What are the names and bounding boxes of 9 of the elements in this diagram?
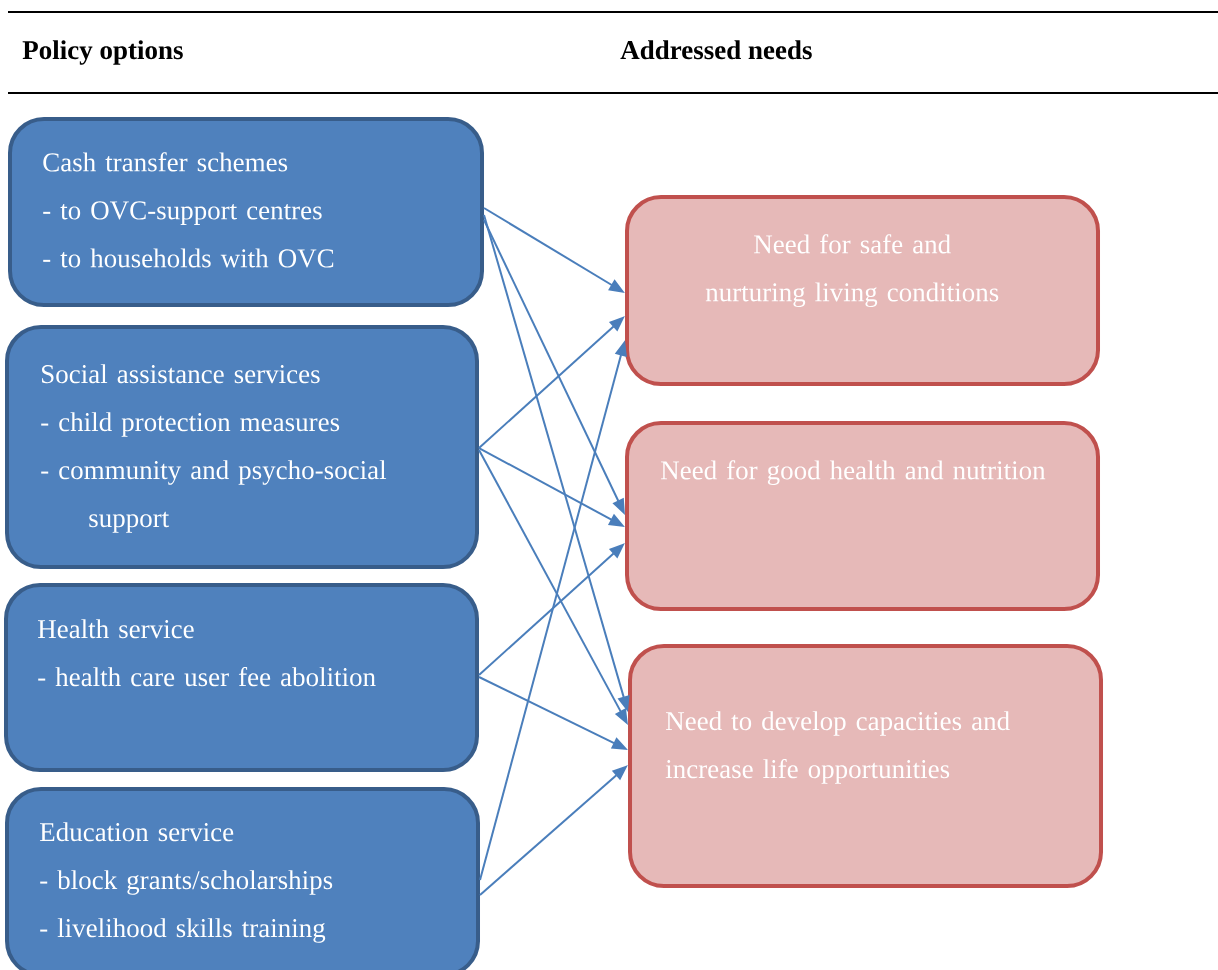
option-box: Social assistance services - child protection measures - community and psycho-social support [5,325,479,569]
option-box: Education service - block grants/scholarships - livelihood skills training [5,787,480,970]
need-box: Need for safe and nurturing living conditions [625,195,1100,386]
option-box: Cash transfer schemes - to OVC-support centres - to households with OVC [8,117,484,307]
column-heading: Policy options [22,40,183,65]
column-heading: Addressed needs [620,40,812,60]
need-box: Need to develop capacities and increase life opportunities [628,644,1103,888]
need-box: Need for good health and nutrition [625,421,1100,611]
option-box: Health service - health care user fee abolition [4,583,479,772]
